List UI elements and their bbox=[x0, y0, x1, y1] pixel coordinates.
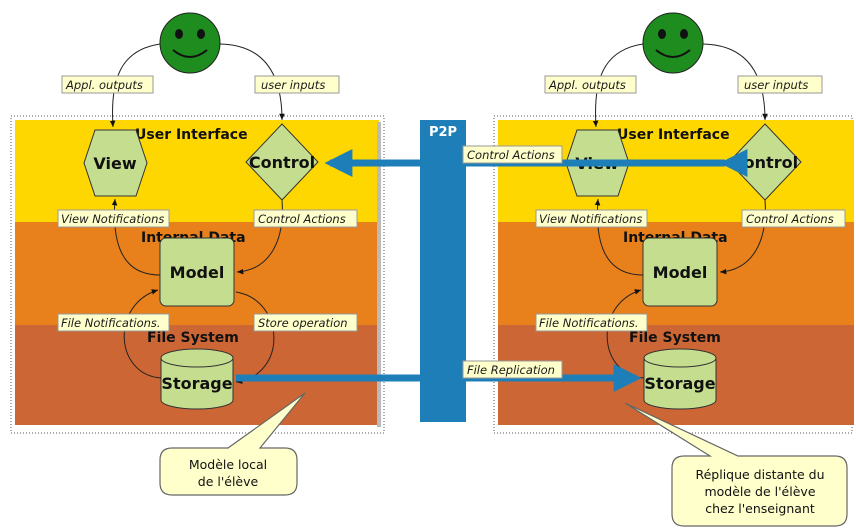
right-view-notifications-box bbox=[535, 209, 648, 228]
left-panel: User Interface Internal Data File System… bbox=[10, 12, 385, 434]
left-ui-layer bbox=[15, 120, 379, 226]
left-file-notifications-arrow bbox=[123, 289, 162, 379]
left-user-inputs-arrow bbox=[219, 43, 285, 121]
right-view-notifications-label: View Notifications bbox=[539, 212, 642, 226]
right-control-actions-box bbox=[741, 209, 846, 228]
right-fs-layer-title: File System bbox=[629, 330, 721, 346]
left-model-node[interactable] bbox=[159, 237, 235, 307]
p2p-channel: P2P Control Actions File Replication bbox=[236, 120, 748, 422]
left-smiley-icon bbox=[159, 12, 221, 74]
right-appl-outputs-label: Appl. outputs bbox=[548, 78, 626, 92]
p2p-label: P2P bbox=[429, 125, 457, 140]
p2p-control-actions-label: Control Actions bbox=[467, 148, 555, 162]
left-panel-border bbox=[10, 115, 385, 434]
left-file-notifications-box bbox=[57, 313, 170, 332]
left-appl-outputs-arrow bbox=[109, 43, 161, 128]
left-storage-node[interactable] bbox=[160, 348, 234, 410]
right-control-actions-label: Control Actions bbox=[746, 212, 834, 226]
left-model-label: Model bbox=[170, 263, 225, 282]
left-storage-label: Storage bbox=[161, 374, 232, 393]
right-user-inputs-box bbox=[737, 75, 823, 94]
left-ui-layer-title: User Interface bbox=[135, 127, 248, 143]
right-note: Réplique distante du modèle de l'élève c… bbox=[624, 402, 848, 527]
p2p-control-actions-box bbox=[462, 145, 563, 164]
left-view-notifications-box bbox=[57, 209, 170, 228]
left-appl-outputs-label: Appl. outputs bbox=[65, 78, 143, 92]
p2p-file-replication-box bbox=[462, 360, 563, 379]
right-file-notifications-box bbox=[535, 313, 648, 332]
left-user-inputs-label: user inputs bbox=[261, 78, 325, 92]
left-panel-shadow bbox=[377, 122, 381, 427]
right-storage-node[interactable] bbox=[643, 348, 717, 410]
left-note-line2: de l'élève bbox=[198, 474, 259, 489]
left-store-operation-label: Store operation bbox=[258, 316, 348, 330]
left-fs-layer-title: File System bbox=[147, 330, 239, 346]
right-smiley-icon bbox=[642, 12, 704, 74]
left-view-notifications-label: View Notifications bbox=[61, 212, 164, 226]
left-store-operation-box bbox=[253, 313, 358, 332]
right-note-line1: Réplique distante du bbox=[695, 467, 824, 482]
right-appl-outputs-arrow bbox=[592, 43, 644, 128]
left-note: Modèle local de l'élève bbox=[159, 392, 306, 496]
right-storage-label: Storage bbox=[644, 374, 715, 393]
right-user-inputs-label: user inputs bbox=[744, 78, 808, 92]
right-model-node[interactable] bbox=[642, 237, 718, 307]
right-ui-layer-title: User Interface bbox=[617, 127, 730, 143]
right-panel: User Interface Internal Data File System… bbox=[493, 12, 854, 434]
left-view-node[interactable] bbox=[83, 129, 148, 197]
p2p-file-replication-label: File Replication bbox=[467, 363, 555, 377]
left-view-label: View bbox=[93, 154, 136, 173]
left-note-line1: Modèle local bbox=[189, 457, 267, 472]
left-appl-outputs-box bbox=[61, 75, 154, 94]
right-control-label: Control bbox=[732, 153, 798, 172]
right-user-inputs-arrow bbox=[702, 43, 768, 121]
left-control-actions-label: Control Actions bbox=[258, 212, 346, 226]
right-note-line2: modèle de l'élève bbox=[704, 484, 815, 499]
left-control-label: Control bbox=[249, 153, 315, 172]
right-file-notifications-label: File Notifications. bbox=[539, 316, 639, 330]
right-model-label: Model bbox=[653, 263, 708, 282]
right-note-line3: chez l'enseignant bbox=[705, 501, 815, 516]
left-control-actions-box bbox=[253, 209, 358, 228]
left-user-inputs-box bbox=[254, 75, 340, 94]
left-file-notifications-label: File Notifications. bbox=[61, 316, 161, 330]
right-appl-outputs-box bbox=[544, 75, 637, 94]
